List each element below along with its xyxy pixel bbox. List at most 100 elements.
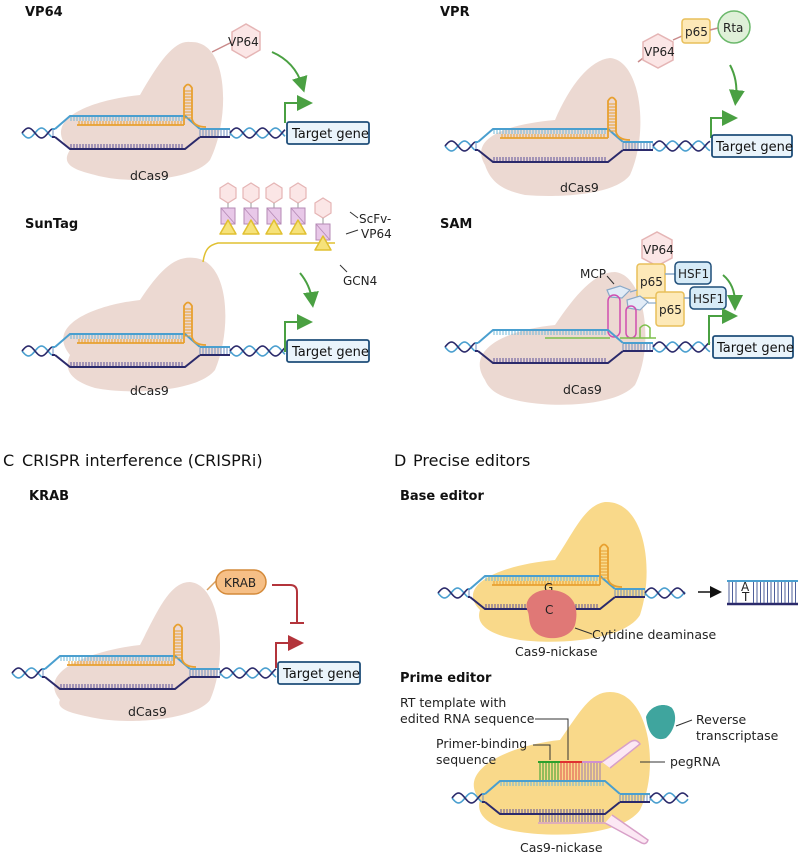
scfv-label: ScFv- — [359, 212, 391, 226]
hsf1-box-2 — [689, 286, 727, 310]
helix-strand — [444, 341, 476, 353]
dcas9-label: dCas9 — [130, 383, 169, 398]
helix-strand — [229, 127, 286, 139]
target-gene-label: Target gene — [715, 140, 793, 155]
target-gene-label: Target gene — [291, 345, 369, 360]
pbs-label-1: Primer-binding — [436, 736, 527, 751]
helix-strand — [652, 140, 711, 152]
dcas9-shape — [60, 41, 224, 180]
section-heading-crispri: CRISPR interference (CRISPRi) — [22, 451, 263, 470]
helix-strand — [219, 667, 277, 679]
target-gene-label: Target gene — [291, 127, 369, 142]
vp64-hexagon — [219, 182, 237, 204]
gcn4-triangle — [242, 219, 260, 235]
hsf1-label: HSF1 — [678, 267, 709, 281]
dna-bottom-strand — [54, 354, 201, 368]
guide-rna — [77, 83, 207, 128]
target-gene-label: Target gene — [716, 341, 794, 356]
mcp-label: MCP — [580, 267, 606, 281]
helix-strand — [451, 792, 483, 804]
dna-bottom-strand — [54, 136, 201, 150]
helix-strand — [451, 792, 483, 804]
section-heading-editors: Precise editors — [413, 451, 530, 470]
gcn4-triangle — [289, 219, 307, 235]
promoter-arrow — [284, 314, 313, 352]
panel-title-sam: SAM — [440, 217, 472, 232]
target-gene-box — [277, 661, 361, 685]
dna-bottom-strand — [44, 676, 191, 690]
helix-strand — [11, 667, 43, 679]
panel-title-suntag: SunTag — [25, 217, 78, 232]
guide-rna — [77, 301, 207, 346]
helix-strand — [11, 667, 43, 679]
gcn4-triangle — [314, 235, 332, 251]
vp64-hexagon — [289, 182, 307, 204]
dna-strand — [451, 780, 689, 815]
helix-strand — [437, 587, 469, 599]
pegrna-hairpin-2 — [604, 814, 649, 845]
dna-top-strand — [54, 333, 201, 348]
helix-strand — [229, 345, 286, 357]
helix-strand — [444, 140, 476, 152]
activation-arrow — [728, 64, 745, 106]
panel-title-vpr: VPR — [440, 5, 470, 20]
cas9-nickase-label: Cas9-nickase — [515, 644, 598, 659]
promoter-arrow — [275, 635, 304, 668]
gcn4-triangle — [265, 219, 283, 235]
vp64-label: VP64 — [228, 35, 259, 49]
section-letter-c: C — [3, 451, 14, 470]
dna-top-strand — [484, 780, 621, 795]
rt-label-2: transcriptase — [696, 728, 779, 743]
dna-bottom-strand — [484, 801, 621, 815]
target-gene-box — [712, 335, 794, 359]
pegrna-label: pegRNA — [670, 754, 721, 769]
guide-rna — [492, 543, 623, 588]
helix-strand — [652, 140, 711, 152]
section-letter-d: D — [394, 451, 406, 470]
edited-dna — [727, 580, 798, 606]
cas9-nickase-label: Cas9-nickase — [520, 840, 603, 855]
dcas9-shape — [63, 257, 226, 392]
activation-arrow — [271, 51, 308, 93]
dna-strand — [11, 623, 277, 690]
helix-strand — [652, 341, 711, 353]
helix-strand — [21, 345, 53, 357]
pegrna — [538, 739, 649, 845]
dna-top-strand — [44, 655, 191, 670]
target-gene-label: Target gene — [282, 667, 360, 682]
helix-strand — [437, 587, 469, 599]
helix-strand — [444, 140, 476, 152]
dcas9-label: dCas9 — [128, 704, 167, 719]
helix-strand — [444, 341, 476, 353]
promoter-arrow — [710, 110, 738, 138]
base-c: C — [545, 603, 553, 617]
p65-box — [636, 263, 666, 299]
p65-label: p65 — [685, 25, 708, 39]
deaminase-label: Cytidine deaminase — [592, 627, 717, 642]
prime-editor: Prime editor Reverse transcriptase RT te… — [400, 671, 779, 855]
dcas9-label: dCas9 — [560, 180, 599, 195]
vp64-hexagon — [265, 182, 283, 204]
base-g: G — [544, 581, 553, 595]
panel-title-vp64: VP64 — [25, 5, 63, 20]
rt-template-label-1: RT template with — [400, 695, 506, 710]
reverse-transcriptase-shape — [646, 705, 676, 740]
vp64-label: VP64 — [643, 243, 674, 257]
repression-arrow — [272, 584, 298, 623]
helix-strand — [21, 127, 53, 139]
promoter-arrow — [708, 308, 738, 345]
dna-top-strand — [477, 128, 624, 143]
helix-strand — [652, 341, 711, 353]
target-gene-box — [286, 121, 370, 145]
panel-title-krab: KRAB — [29, 489, 69, 504]
pegrna-hairpin — [601, 739, 642, 769]
base-editor-title: Base editor — [400, 489, 484, 504]
helix-strand — [21, 345, 53, 357]
hsf1-box — [674, 261, 712, 285]
helix-strand — [644, 587, 686, 599]
helix-strand — [21, 127, 53, 139]
target-gene-box — [711, 134, 793, 158]
dna-strand — [444, 96, 711, 163]
panel-editors: D Precise editors Base editor G C Cytidi… — [394, 451, 798, 855]
